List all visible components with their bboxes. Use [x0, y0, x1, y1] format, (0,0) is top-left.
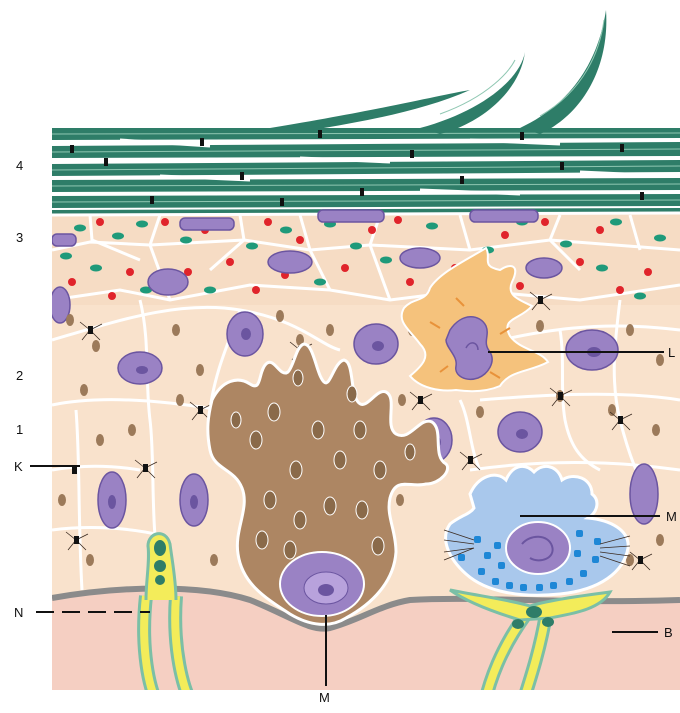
label-melanocyte: M	[319, 690, 330, 705]
layer-label-3: 3	[16, 230, 23, 245]
label-langerhans-cell: L	[668, 345, 675, 360]
layer-label-4: 4	[16, 158, 23, 173]
layer-label-2: 2	[16, 368, 23, 383]
stratum-corneum	[52, 128, 680, 216]
bottom-margin	[0, 690, 680, 713]
label-merkel-cell: M	[666, 509, 677, 524]
label-basement-membrane: B	[664, 625, 673, 640]
label-keratinocyte: K	[14, 459, 23, 474]
layer-label-1: 1	[16, 422, 23, 437]
label-nerve: N	[14, 605, 23, 620]
